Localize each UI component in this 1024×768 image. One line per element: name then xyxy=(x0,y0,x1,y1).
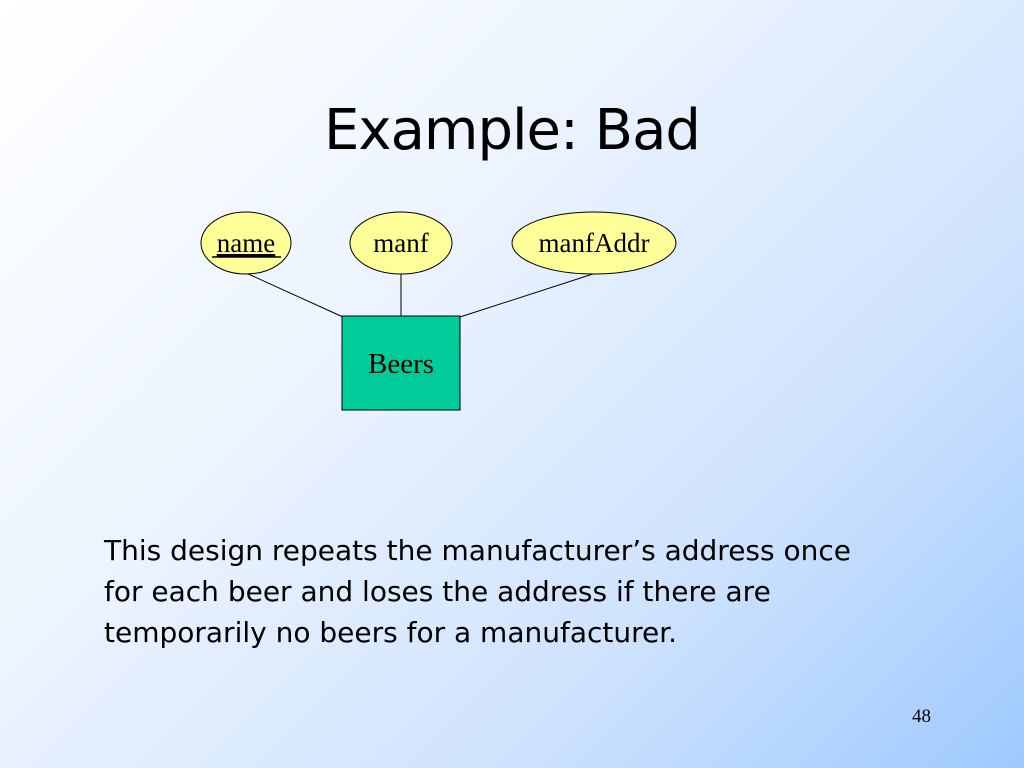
entity-beers-box xyxy=(341,315,461,411)
attribute-manf-label: manf xyxy=(373,228,428,258)
attribute-manfaddr-ellipse xyxy=(511,211,677,275)
attribute-name-ellipse xyxy=(200,211,292,275)
attribute-manf-ellipse xyxy=(349,211,453,275)
entity-beers-label: Beers xyxy=(368,348,434,380)
page-number: 48 xyxy=(912,706,931,727)
connector-name xyxy=(245,272,344,318)
attribute-manfaddr-label: manfAddr xyxy=(539,228,650,258)
attribute-name-label: name xyxy=(217,228,275,258)
explanation-text: This design repeats the manufacturer’s a… xyxy=(104,534,851,649)
slide-title: Example: Bad xyxy=(324,98,701,163)
connector-manfaddr xyxy=(459,272,597,318)
